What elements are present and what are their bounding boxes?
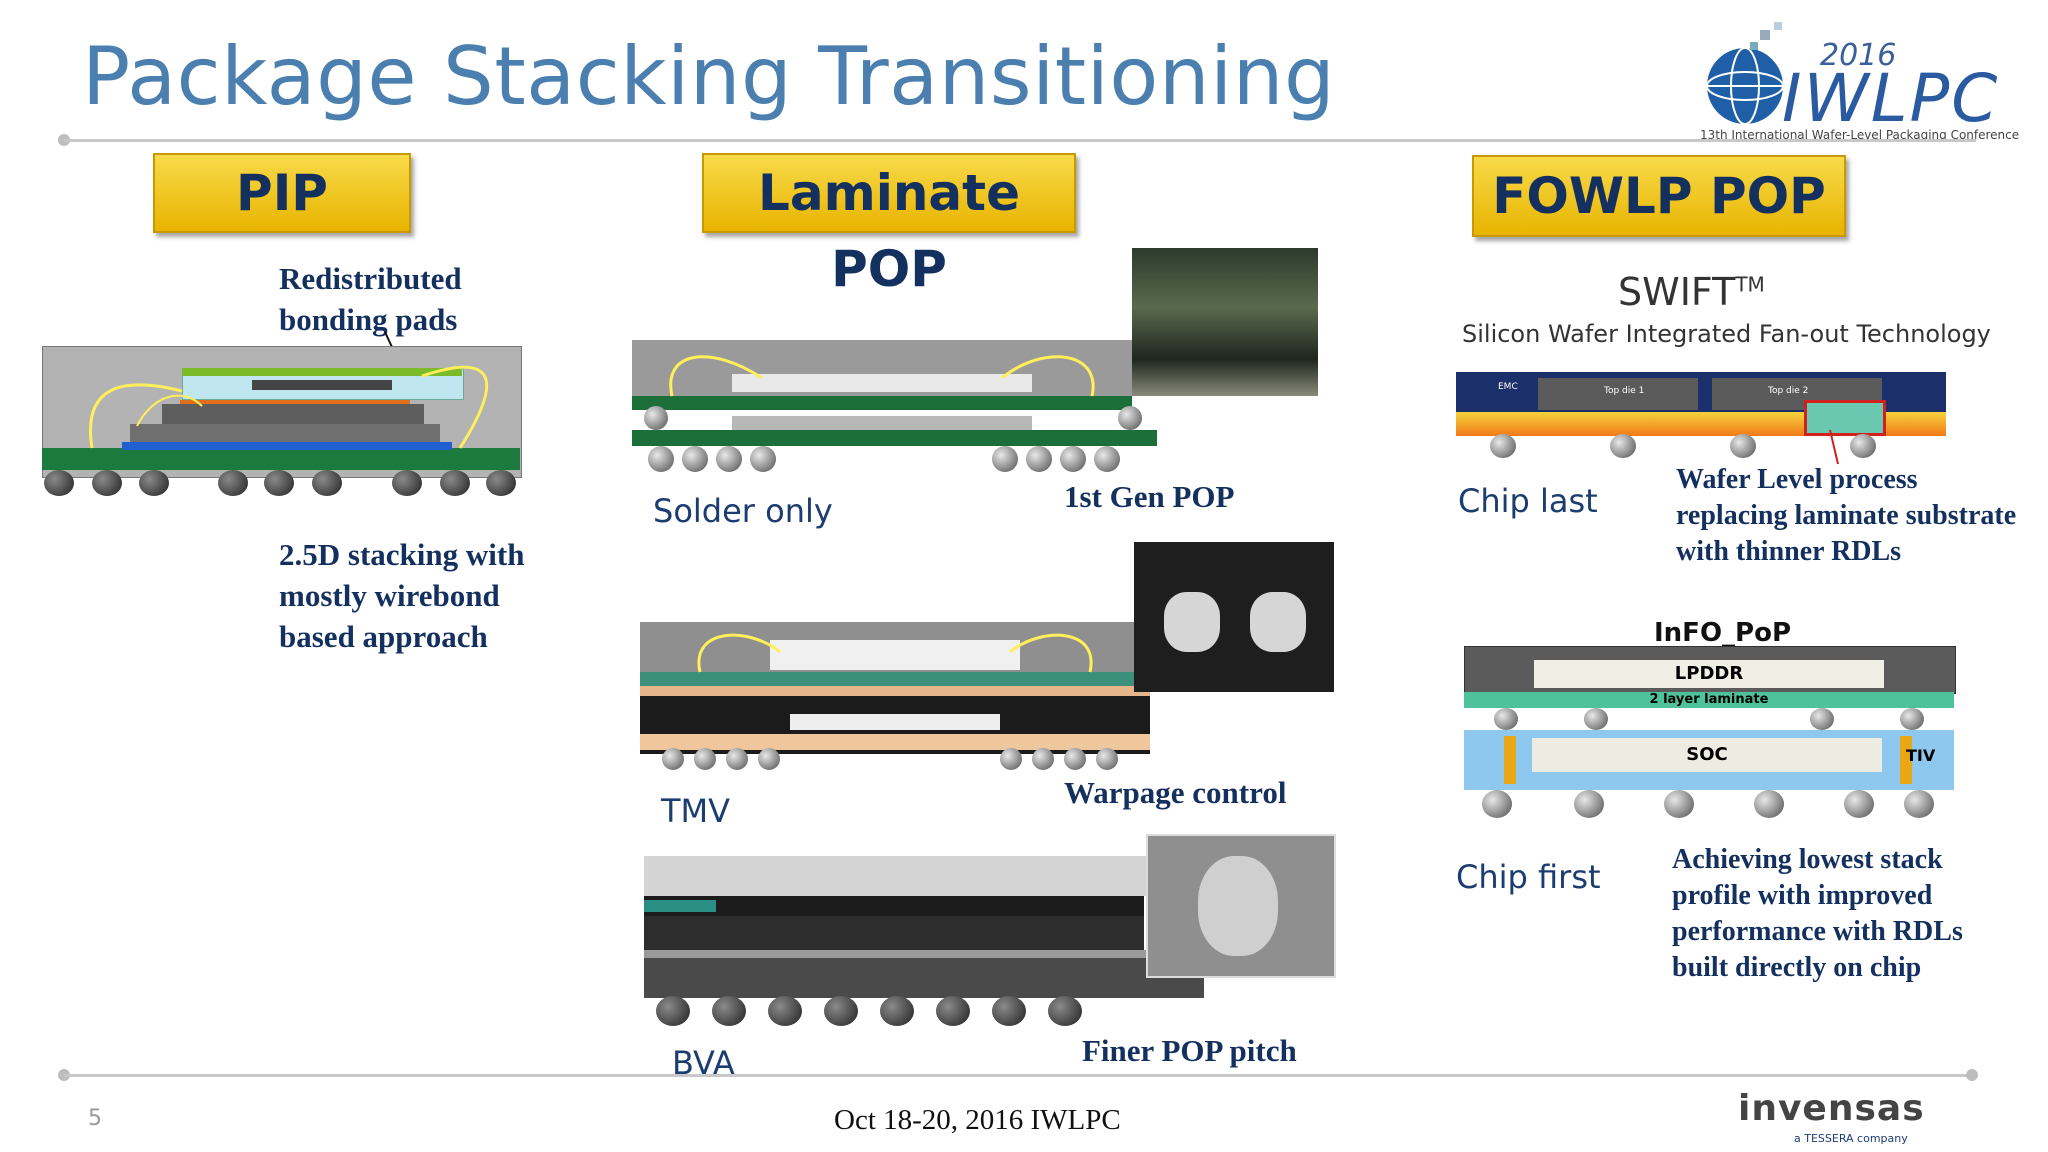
info-layer-lpddr: LPDDR — [1534, 660, 1884, 688]
pip-callout-bottom-line2: mostly wirebond — [279, 578, 500, 613]
swift-callout-line — [1829, 429, 1839, 465]
heading-fowlp-pop: FOWLP POP — [1472, 155, 1846, 237]
top-rule — [64, 139, 1976, 142]
heading-pip: PIP — [153, 153, 411, 233]
caption-chip-first-line3: performance with RDLs — [1672, 916, 1963, 947]
globe-icon — [1706, 22, 1784, 125]
bottom-rule — [64, 1074, 1976, 1077]
caption-chip-first-line1: Achieving lowest stack — [1672, 844, 1943, 875]
info-pop-diagram: LPDDR 2 layer laminate SOC TIV — [1464, 646, 1956, 824]
pip-callout-top-line2: bonding pads — [279, 302, 458, 337]
swift-label-top-die-2: Top die 2 — [1768, 386, 1809, 396]
laminate-tmv-diagram — [640, 622, 1160, 782]
caption-chip-last: Wafer Level process replacing laminate s… — [1676, 462, 2016, 570]
info-layer-tiv: TIV — [1906, 746, 1936, 765]
caption-finer-pop-pitch: Finer POP pitch — [1082, 1033, 1297, 1068]
caption-chip-first: Achieving lowest stack profile with impr… — [1672, 842, 1963, 986]
laminate-bva-micrograph — [1146, 834, 1336, 978]
swift-diagram: EMC Top die 1 Top die 2 — [1456, 372, 1946, 458]
label-chip-first: Chip first — [1456, 858, 1601, 896]
label-tmv: TMV — [661, 792, 731, 830]
iwlpc-logo: 2016 IWLPC 13th International Wafer-Leve… — [1700, 18, 2020, 143]
page-number: 5 — [88, 1106, 102, 1131]
info-layer-laminate: 2 layer laminate — [1464, 692, 1954, 708]
pip-callout-top-line1: Redistributed — [279, 261, 462, 296]
caption-warpage-control: Warpage control — [1064, 775, 1287, 810]
caption-chip-last-line1: Wafer Level process — [1676, 464, 1918, 495]
caption-chip-last-line2: replacing laminate substrate — [1676, 500, 2017, 531]
laminate-tmv-micrograph — [1134, 542, 1334, 692]
swift-label-top-die-1: Top die 1 — [1604, 386, 1645, 396]
label-chip-last: Chip last — [1458, 482, 1598, 520]
caption-1st-gen-pop: 1st Gen POP — [1064, 479, 1235, 514]
info-layer-soc: SOC — [1532, 738, 1882, 772]
logo-name: IWLPC — [1782, 60, 2000, 137]
swift-label-emc: EMC — [1498, 382, 1518, 392]
footer-text: Oct 18-20, 2016 IWLPC — [834, 1104, 1121, 1136]
laminate-solder-micrograph — [1132, 248, 1318, 396]
invensas-name: invensas — [1738, 1088, 1925, 1129]
pip-callout-top: Redistributed bonding pads — [279, 258, 462, 340]
invensas-tagline: a TESSERA company — [1794, 1132, 1908, 1145]
pip-callout-bottom-line1: 2.5D stacking with — [279, 537, 525, 572]
slide-title: Package Stacking Transitioning — [82, 30, 1336, 123]
swift-subtitle: Silicon Wafer Integrated Fan-out Technol… — [1462, 320, 1991, 348]
laminate-bva-diagram — [644, 856, 1204, 1026]
heading-laminate-pop: Laminate POP — [702, 153, 1076, 298]
swift-title: SWIFTTM — [1618, 270, 1765, 314]
label-solder-only: Solder only — [653, 492, 833, 530]
caption-chip-last-line3: with thinner RDLs — [1676, 536, 1902, 567]
caption-chip-first-line2: profile with improved — [1672, 880, 1933, 911]
swift-title-text: SWIFT — [1618, 270, 1736, 314]
swift-tm: TM — [1735, 272, 1765, 297]
invensas-logo: invensas a TESSERA company — [1738, 1088, 1924, 1148]
pip-package-diagram — [42, 346, 522, 498]
info-pop-title: InFO_PoP — [1654, 618, 1792, 648]
laminate-solder-diagram — [632, 340, 1164, 480]
logo-subtitle: 13th International Wafer-Level Packaging… — [1700, 128, 2020, 142]
logo-year: 2016 — [1820, 38, 1897, 73]
caption-chip-first-line4: built directly on chip — [1672, 952, 1922, 983]
pip-callout-bottom-line3: based approach — [279, 619, 488, 654]
bottom-rule-dot-right — [1966, 1069, 1978, 1081]
pip-callout-bottom: 2.5D stacking with mostly wirebond based… — [279, 534, 524, 657]
